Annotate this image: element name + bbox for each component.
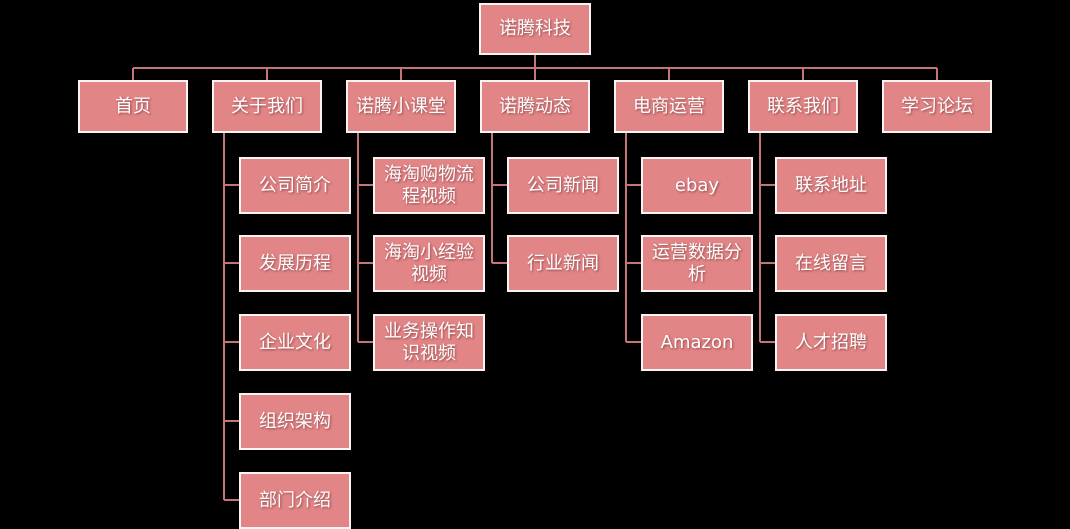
node-contact-us-label: 联系我们 — [767, 95, 839, 117]
node-about-us-label: 关于我们 — [231, 95, 303, 117]
node-company-profile: 公司简介 — [239, 157, 351, 214]
connector-level1-drops — [132, 68, 938, 80]
node-development-history: 发展历程 — [239, 235, 351, 292]
node-amazon: Amazon — [641, 314, 753, 371]
node-corporate-culture: 企业文化 — [239, 314, 351, 371]
node-root: 诺腾科技 — [479, 3, 591, 55]
node-company-profile-label: 公司简介 — [259, 174, 331, 196]
node-amazon-label: Amazon — [660, 331, 734, 353]
node-shopping-process-video-label: 海淘购物流程视频 — [384, 164, 474, 207]
node-online-message: 在线留言 — [775, 235, 887, 292]
node-operation-data-analysis: 运营数据分析 — [641, 235, 753, 292]
node-contact-us: 联系我们 — [748, 80, 858, 133]
connector-ecommerce-children — [625, 133, 641, 343]
node-ebay-label: ebay — [674, 174, 720, 196]
connector-about-children — [223, 133, 239, 501]
node-talent-recruitment: 人才招聘 — [775, 314, 887, 371]
node-talent-recruitment-label: 人才招聘 — [795, 331, 867, 353]
node-organization-structure: 组织架构 — [239, 393, 351, 450]
node-shopping-tips-video: 海淘小经验视频 — [373, 235, 485, 292]
node-mini-classroom: 诺腾小课堂 — [346, 80, 456, 133]
node-root-label: 诺腾科技 — [499, 18, 571, 40]
node-about-us: 关于我们 — [212, 80, 322, 133]
node-company-dynamics-label: 诺腾动态 — [499, 95, 571, 117]
node-company-dynamics: 诺腾动态 — [480, 80, 590, 133]
node-organization-structure-label: 组织架构 — [259, 410, 331, 432]
node-industry-news: 行业新闻 — [507, 235, 619, 292]
node-mini-classroom-label: 诺腾小课堂 — [356, 95, 446, 117]
node-online-message-label: 在线留言 — [795, 252, 867, 274]
node-shopping-process-video: 海淘购物流程视频 — [373, 157, 485, 214]
connector-news-children — [491, 133, 507, 264]
node-operation-data-analysis-label: 运营数据分析 — [652, 242, 742, 285]
node-home: 首页 — [78, 80, 188, 133]
connector-contact-children — [759, 133, 775, 343]
node-ecommerce-operation: 电商运营 — [614, 80, 724, 133]
node-corporate-culture-label: 企业文化 — [259, 331, 331, 353]
node-home-label: 首页 — [115, 95, 151, 117]
node-ecommerce-operation-label: 电商运营 — [633, 95, 705, 117]
node-shopping-tips-video-label: 海淘小经验视频 — [384, 242, 474, 285]
connector-classroom-children — [357, 133, 373, 343]
node-company-news-label: 公司新闻 — [527, 174, 599, 196]
node-operation-knowledge-video: 业务操作知识视频 — [373, 314, 485, 371]
node-contact-address: 联系地址 — [775, 157, 887, 214]
node-operation-knowledge-video-label: 业务操作知识视频 — [384, 321, 474, 364]
node-contact-address-label: 联系地址 — [795, 174, 867, 196]
node-development-history-label: 发展历程 — [259, 252, 331, 274]
node-learning-forum: 学习论坛 — [882, 80, 992, 133]
node-industry-news-label: 行业新闻 — [527, 252, 599, 274]
node-department-introduction-label: 部门介绍 — [259, 489, 331, 511]
node-department-introduction: 部门介绍 — [239, 472, 351, 529]
node-company-news: 公司新闻 — [507, 157, 619, 214]
node-ebay: ebay — [641, 157, 753, 214]
node-learning-forum-label: 学习论坛 — [901, 95, 973, 117]
